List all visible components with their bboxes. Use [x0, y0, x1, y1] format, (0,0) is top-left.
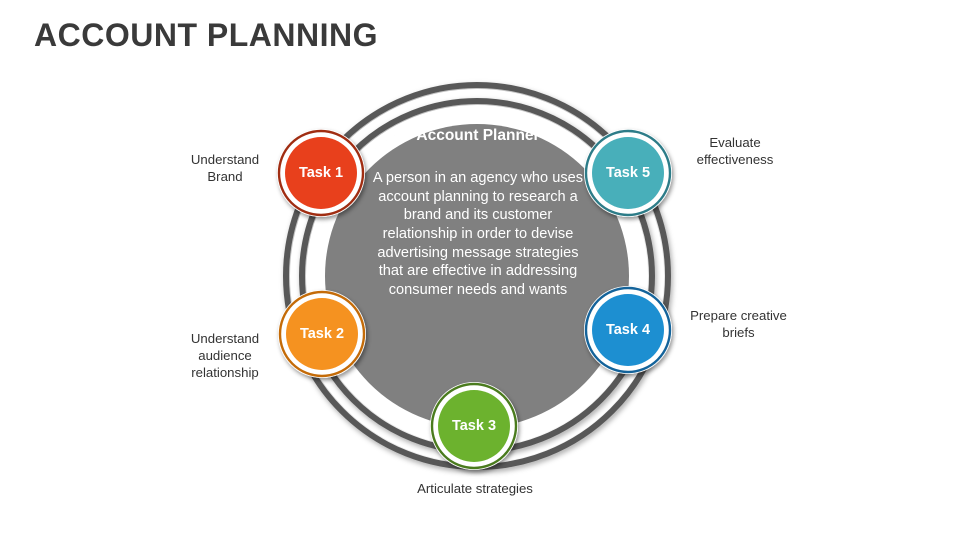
task-2-shape[interactable]: [278, 290, 366, 378]
task-5-label[interactable]: Task 5: [592, 137, 664, 209]
task-5-shape[interactable]: [584, 129, 672, 217]
page-title: ACCOUNT PLANNING: [34, 17, 378, 53]
task-4-label[interactable]: Task 4: [592, 294, 664, 366]
task-1-shape[interactable]: [277, 129, 365, 217]
caption-task-3: Articulate strategies: [417, 481, 533, 496]
task-4-label-text: Task 4: [605, 322, 651, 338]
task-3-label[interactable]: Task 3: [438, 390, 510, 462]
task-1-label[interactable]: Task 1: [285, 137, 357, 209]
task-1-label-text: Task 1: [298, 165, 344, 181]
task-4-shape[interactable]: [584, 286, 672, 374]
task-2-label-text: Task 2: [299, 326, 345, 342]
task-3-label-text: Task 3: [451, 418, 497, 434]
task-5-label-text: Task 5: [605, 165, 651, 181]
task-3-shape[interactable]: [430, 382, 518, 470]
task-2-label[interactable]: Task 2: [286, 298, 358, 370]
center-disc: [325, 124, 629, 428]
